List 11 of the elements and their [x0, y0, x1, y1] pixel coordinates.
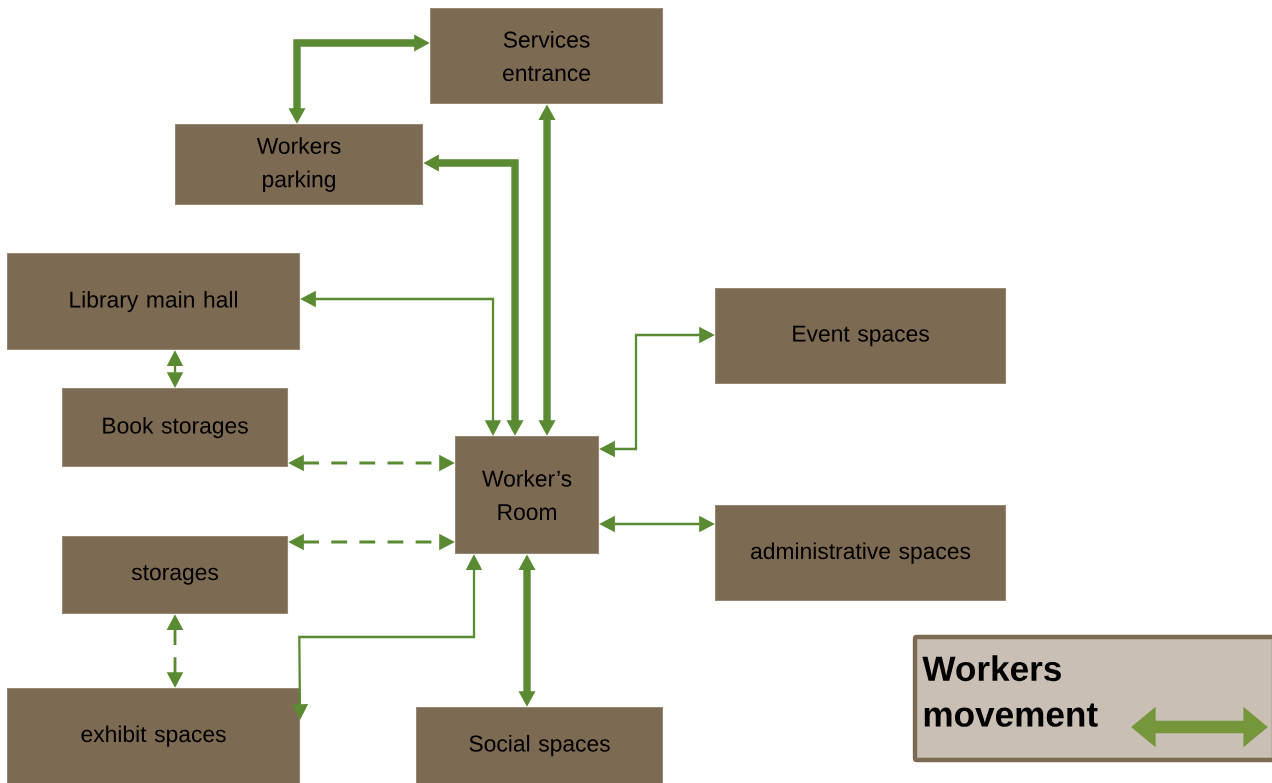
room-box: Worker’s Room	[455, 436, 600, 555]
room-box: Social spaces	[416, 707, 664, 783]
room-box: Library main hall	[7, 253, 301, 351]
room-box: Event spaces	[715, 288, 1007, 385]
room-box: Services entrance	[430, 8, 664, 105]
room-box: administrative spaces	[715, 505, 1007, 602]
room-box: Workers parking	[175, 124, 424, 206]
room-box: storages	[62, 536, 289, 615]
room-box: Book storages	[62, 388, 289, 468]
room-box: exhibit spaces	[7, 688, 301, 783]
legend-text: Workers movement	[922, 655, 1098, 727]
